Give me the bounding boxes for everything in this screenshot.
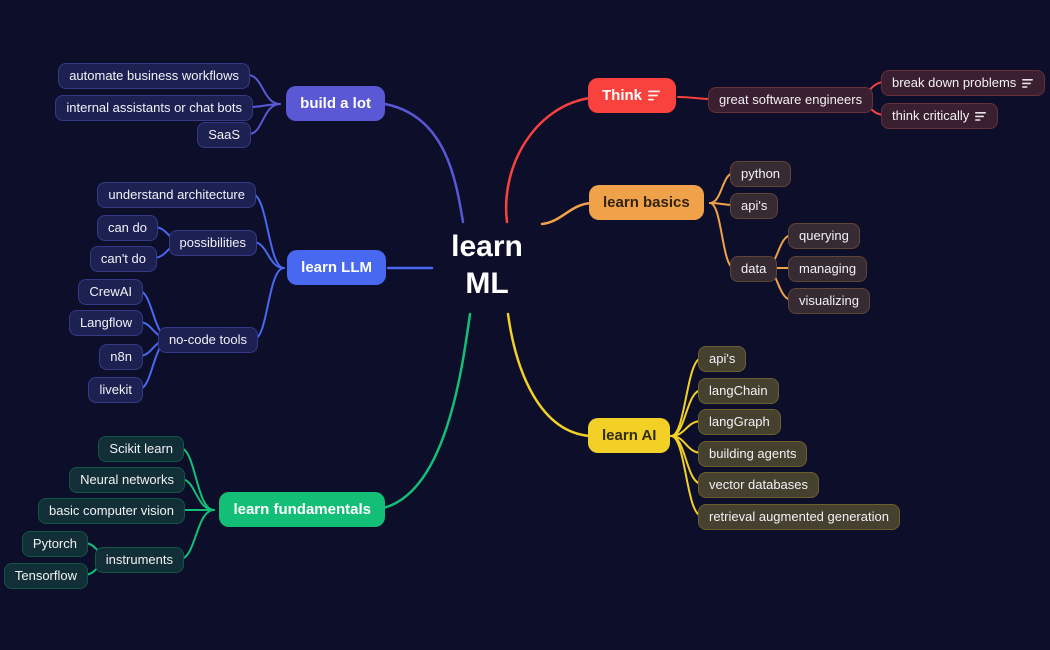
connector bbox=[540, 201, 594, 226]
node-retrieval-augmented-generation[interactable]: retrieval augmented generation bbox=[698, 504, 900, 530]
central-topic-line1: learn bbox=[451, 230, 523, 263]
connector bbox=[247, 74, 281, 105]
node-building-agents[interactable]: building agents bbox=[698, 441, 808, 467]
node-break-down-problems-label: break down problems bbox=[892, 75, 1017, 90]
node-n8n[interactable]: n8n bbox=[99, 344, 143, 370]
note-icon[interactable] bbox=[1022, 78, 1034, 89]
note-icon[interactable] bbox=[975, 111, 987, 122]
node-break-down-problems[interactable]: break down problems bbox=[881, 70, 1046, 96]
node-no-code-tools[interactable]: no-code tools bbox=[157, 327, 258, 353]
connector bbox=[506, 312, 592, 438]
node-think-critically[interactable]: think critically bbox=[881, 103, 999, 129]
node-automate-business-workflows[interactable]: automate business workflows bbox=[58, 63, 250, 89]
node-managing[interactable]: managing bbox=[788, 256, 868, 282]
connector bbox=[253, 267, 285, 340]
node-understand-architecture[interactable]: understand architecture bbox=[97, 182, 256, 208]
node-langchain[interactable]: langChain bbox=[698, 378, 779, 404]
node-livekit[interactable]: livekit bbox=[88, 377, 143, 403]
node-data[interactable]: data bbox=[730, 256, 778, 282]
node-apis-ai[interactable]: api's bbox=[698, 346, 747, 372]
node-tensorflow[interactable]: Tensorflow bbox=[3, 563, 88, 589]
node-basic-computer-vision[interactable]: basic computer vision bbox=[38, 498, 185, 524]
connector bbox=[670, 435, 703, 517]
topic-think-label: Think bbox=[602, 87, 642, 104]
node-saas[interactable]: SaaS bbox=[197, 122, 251, 148]
node-apis-basics[interactable]: api's bbox=[730, 193, 779, 219]
connector bbox=[677, 96, 713, 100]
connector bbox=[383, 102, 465, 224]
connector bbox=[251, 193, 285, 269]
node-think-critically-label: think critically bbox=[892, 108, 970, 123]
node-vector-databases[interactable]: vector databases bbox=[698, 472, 820, 498]
topic-learn-basics[interactable]: learn basics bbox=[589, 185, 704, 220]
node-langgraph[interactable]: langGraph bbox=[698, 409, 781, 435]
topic-think[interactable]: Think bbox=[588, 78, 676, 113]
node-internal-assistants-or-chat-bots[interactable]: internal assistants or chat bots bbox=[55, 95, 253, 121]
node-langflow[interactable]: Langflow bbox=[68, 310, 143, 336]
node-cant-do[interactable]: can't do bbox=[89, 246, 157, 272]
note-icon[interactable] bbox=[648, 89, 662, 102]
connector bbox=[381, 312, 472, 510]
central-topic-learn-ml[interactable]: learn ML bbox=[437, 228, 537, 302]
node-can-do[interactable]: can do bbox=[96, 215, 158, 241]
node-crewai[interactable]: CrewAI bbox=[78, 279, 143, 305]
central-topic-line2: ML bbox=[465, 267, 509, 300]
node-visualizing[interactable]: visualizing bbox=[788, 288, 870, 314]
topic-learn-fundamentals[interactable]: learn fundamentals bbox=[219, 492, 385, 527]
node-scikit-learn[interactable]: Scikit learn bbox=[98, 436, 184, 462]
topic-learn-ai[interactable]: learn AI bbox=[588, 418, 671, 453]
connector bbox=[179, 509, 215, 560]
node-possibilities[interactable]: possibilities bbox=[168, 230, 257, 256]
connector bbox=[248, 103, 281, 135]
node-pytorch[interactable]: Pytorch bbox=[21, 531, 88, 557]
node-python[interactable]: python bbox=[730, 161, 792, 187]
node-great-software-engineers[interactable]: great software engineers bbox=[708, 87, 874, 113]
topic-build-a-lot[interactable]: build a lot bbox=[286, 86, 385, 121]
node-instruments[interactable]: instruments bbox=[94, 547, 184, 573]
connector bbox=[504, 96, 592, 224]
node-querying[interactable]: querying bbox=[788, 223, 860, 249]
topic-learn-llm[interactable]: learn LLM bbox=[287, 250, 386, 285]
node-neural-networks[interactable]: Neural networks bbox=[69, 467, 185, 493]
